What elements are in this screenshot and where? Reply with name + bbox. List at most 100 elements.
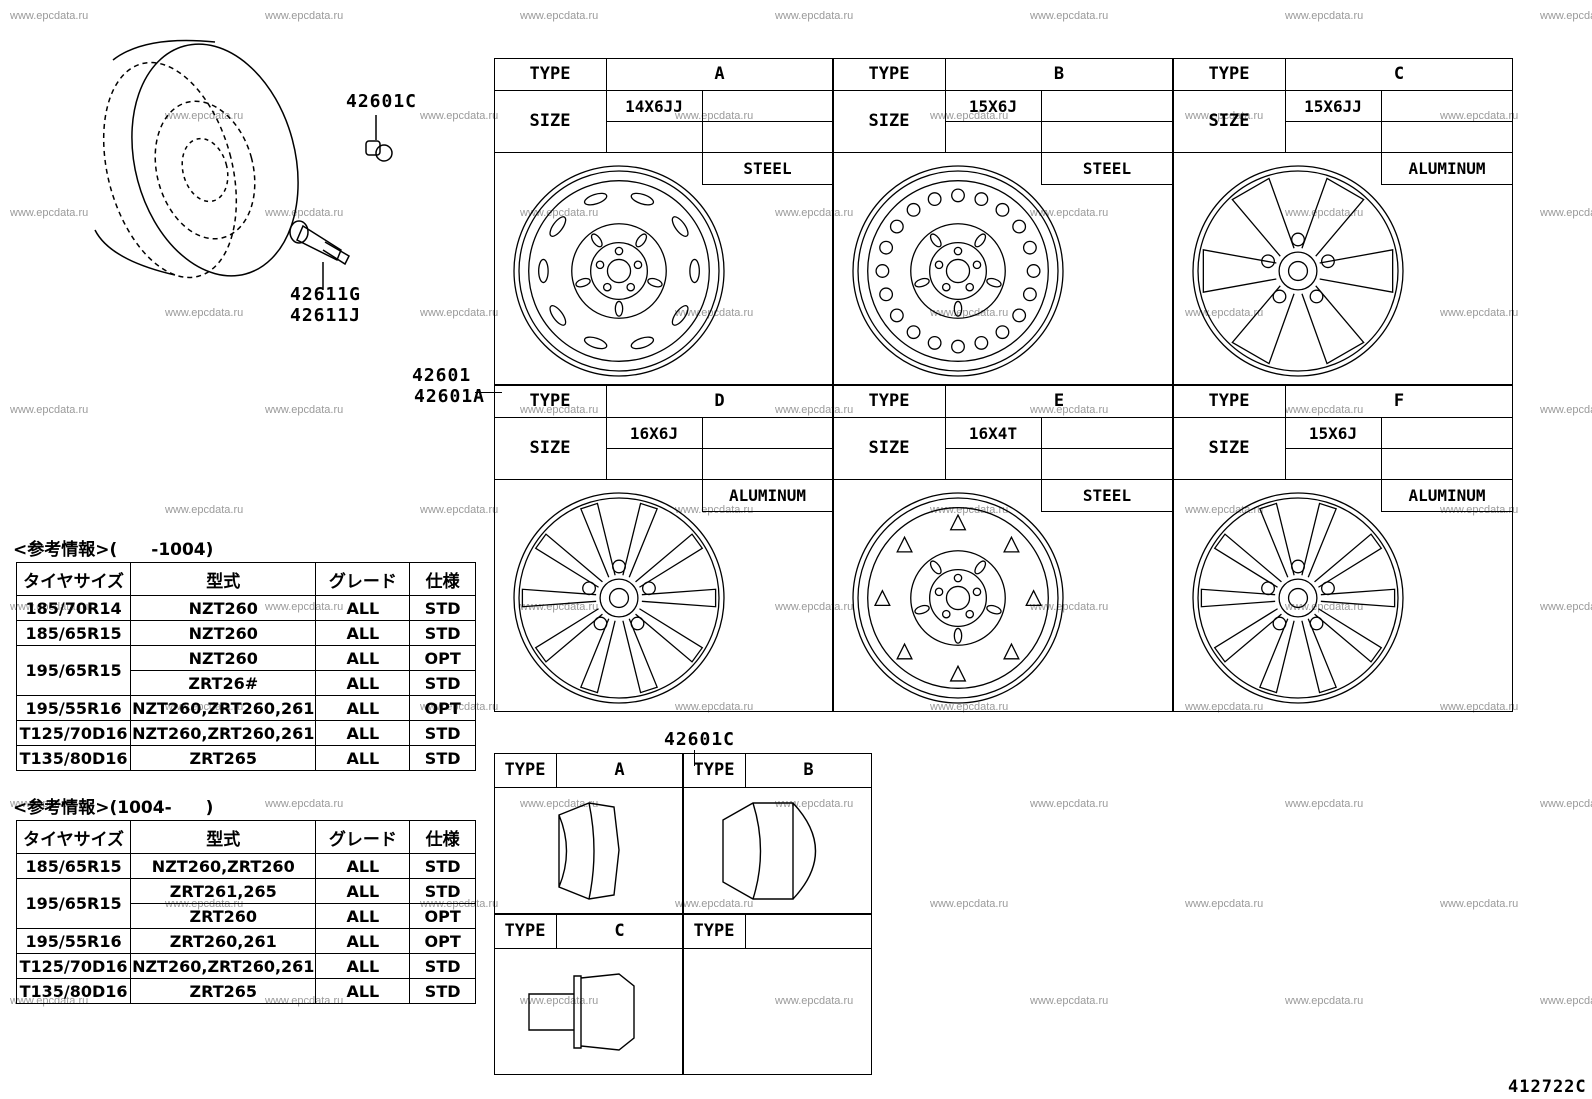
watermark-text: www.epcdata.ru xyxy=(1440,110,1519,122)
table-cell: NZT260 xyxy=(130,645,317,671)
steel-wheel-icon xyxy=(512,164,725,377)
table-cell: 185/70R14 xyxy=(15,595,132,621)
table-cell: ALL xyxy=(315,903,411,929)
size-label: SIZE xyxy=(868,438,910,458)
size-value: 16X6J xyxy=(629,423,679,443)
watermark-text: www.epcdata.ru xyxy=(775,798,854,810)
nut-cell xyxy=(494,753,683,914)
size-label: SIZE xyxy=(529,111,571,131)
col-divider xyxy=(556,914,557,948)
watermark-text: www.epcdata.ru xyxy=(675,898,754,910)
part-number-valve-g[interactable]: 42611G xyxy=(290,284,362,305)
row-divider xyxy=(494,787,683,788)
table-cell: ZRT26# xyxy=(130,670,317,696)
part-number-valve-j[interactable]: 42611J xyxy=(290,305,362,326)
row-divider xyxy=(494,152,833,153)
table-cell: ALL xyxy=(315,620,411,646)
type-value: E xyxy=(1053,391,1065,411)
watermark-text: www.epcdata.ru xyxy=(930,110,1009,122)
watermark-text: www.epcdata.ru xyxy=(1030,995,1109,1007)
table-cell: 185/65R15 xyxy=(15,853,132,879)
wheel-cell-a xyxy=(494,58,833,385)
part-number-wheel-a[interactable]: 42601A xyxy=(414,386,486,407)
nut-cell xyxy=(683,753,872,914)
row-divider xyxy=(1381,184,1513,185)
alloy-wheel-icon xyxy=(1192,164,1404,377)
type-value: C xyxy=(614,921,625,941)
table-cell: NZT260,ZRT260 xyxy=(130,853,317,879)
column-header: グレード xyxy=(315,820,411,854)
type-label: TYPE xyxy=(504,921,546,941)
watermark-text: www.epcdata.ru xyxy=(1285,798,1364,810)
row-divider xyxy=(1381,511,1513,512)
steel-wheel-icon xyxy=(852,164,1064,377)
table-cell: 195/55R16 xyxy=(15,928,132,954)
type-value: A xyxy=(714,64,725,84)
table-cell: ALL xyxy=(315,878,411,904)
watermark-text: www.epcdata.ru xyxy=(930,898,1009,910)
table-cell: STD xyxy=(409,720,476,746)
center-cap-icon xyxy=(365,115,393,162)
part-number-wheel[interactable]: 42601 xyxy=(412,365,472,386)
material-label: STEEL xyxy=(1082,485,1132,505)
table-cell: STD xyxy=(409,953,476,979)
watermark-text: www.epcdata.ru xyxy=(165,307,244,319)
watermark-text: www.epcdata.ru xyxy=(420,307,499,319)
col-divider xyxy=(606,385,607,479)
row-divider xyxy=(1173,417,1513,418)
table-cell: ZRT265 xyxy=(130,745,317,771)
row-divider xyxy=(1285,121,1513,122)
watermark-text: www.epcdata.ru xyxy=(1285,404,1364,416)
table-cell: NZT260 xyxy=(130,595,317,621)
wheel-cell-d xyxy=(494,385,833,712)
reference-heading-1: <参考情報>( -1004) xyxy=(13,540,214,560)
leader-line xyxy=(694,750,695,766)
watermark-text: www.epcdata.ru xyxy=(1540,207,1592,219)
table-cell: ALL xyxy=(315,645,411,671)
column-header: 型式 xyxy=(130,562,317,596)
row-divider xyxy=(833,417,1173,418)
watermark-text: www.epcdata.ru xyxy=(930,701,1009,713)
row-divider xyxy=(702,184,833,185)
watermark-text: www.epcdata.ru xyxy=(1540,798,1592,810)
size-label: SIZE xyxy=(1208,438,1250,458)
table-cell: ZRT260,261 xyxy=(130,928,317,954)
table-cell: ZRT265 xyxy=(130,978,317,1004)
material-label: ALUMINUM xyxy=(1408,485,1486,505)
table-cell: ALL xyxy=(315,670,411,696)
col-divider xyxy=(945,58,946,152)
steel-wheel-icon xyxy=(852,491,1064,704)
row-divider xyxy=(833,90,1173,91)
table-cell: STD xyxy=(409,620,476,646)
col-divider xyxy=(1285,385,1286,479)
type-value: C xyxy=(1393,64,1405,84)
part-number-cap[interactable]: 42601C xyxy=(346,91,418,112)
watermark-text: www.epcdata.ru xyxy=(265,404,344,416)
row-divider xyxy=(702,511,833,512)
watermark-text: www.epcdata.ru xyxy=(165,504,244,516)
watermark-text: www.epcdata.ru xyxy=(1540,10,1592,22)
lug-nut-icon xyxy=(558,802,620,900)
col-divider xyxy=(945,385,946,479)
table-cell: OPT xyxy=(409,695,476,721)
watermark-text: www.epcdata.ru xyxy=(1540,601,1592,613)
row-divider xyxy=(945,121,1173,122)
type-label: TYPE xyxy=(868,64,910,84)
type-label: TYPE xyxy=(693,921,735,941)
type-label: TYPE xyxy=(529,64,571,84)
row-divider xyxy=(494,90,833,91)
table-cell: STD xyxy=(409,670,476,696)
watermark-text: www.epcdata.ru xyxy=(775,10,854,22)
row-divider xyxy=(1173,479,1513,480)
type-value: B xyxy=(803,760,814,780)
material-label: ALUMINUM xyxy=(1408,158,1486,178)
column-header: タイヤサイズ xyxy=(15,562,132,596)
col-divider xyxy=(606,58,607,152)
part-number-nut[interactable]: 42601C xyxy=(664,729,736,750)
tire-wheel-assembly-illustration xyxy=(94,39,299,279)
col-divider xyxy=(702,417,703,511)
table-cell: T135/80D16 xyxy=(15,978,132,1004)
